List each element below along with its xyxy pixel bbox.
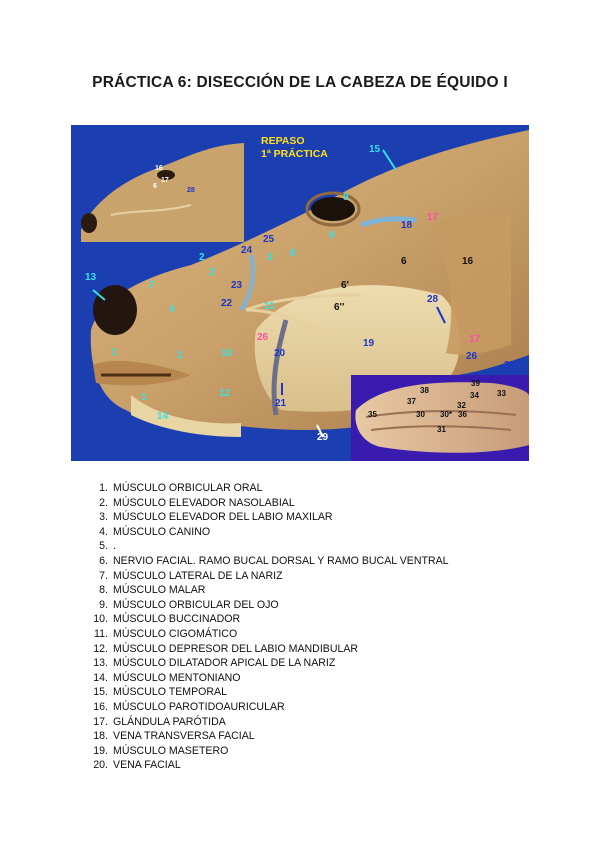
label-11: 11 (264, 301, 275, 312)
label-6: 6 (401, 256, 407, 267)
inset-bottom-label-35: 35 (368, 410, 377, 419)
label-29: 29 (317, 432, 329, 443)
inset-top-label-16: 16 (155, 165, 163, 172)
label-9-upper: 9 (343, 192, 349, 203)
review-banner: REPASO 1ª PRÁCTICA (261, 135, 328, 161)
label-28: 28 (427, 294, 439, 305)
label-10: 10 (221, 348, 233, 359)
inset-bottom-label-30-star: 30* (440, 410, 453, 419)
legend-item: 10.MÚSCULO BUCCINADOR (93, 613, 241, 626)
inset-bottom-label-36: 36 (458, 410, 467, 419)
legend-item: 18.VENA TRANSVERSA FACIAL (93, 730, 255, 743)
review-banner-line2: 1ª PRÁCTICA (261, 148, 328, 160)
nostril (93, 285, 137, 335)
inset-bottom-label-39: 39 (471, 379, 480, 388)
label-17-lower: 17 (469, 334, 481, 345)
legend-item: 15.MÚSCULO TEMPORAL (93, 686, 228, 699)
label-1-mid: 1 (177, 350, 183, 361)
inset-bottom-label-30: 30 (416, 410, 425, 419)
inset-top-label-6: 6 (153, 183, 157, 190)
legend-item: 20.VENA FACIAL (93, 759, 181, 772)
label-27: 27 (504, 360, 516, 371)
legend-item: 3.MÚSCULO ELEVADOR DEL LABIO MAXILAR (99, 511, 333, 524)
label-3: 3 (267, 252, 273, 263)
label-14: 14 (157, 411, 169, 422)
legend-item: 8.MÚSCULO MALAR (99, 584, 206, 597)
dissection-figure: REPASO 1ª PRÁCTICA 15 9 9 18 17 25 24 3 … (71, 125, 529, 461)
inset-bottom-label-33: 33 (497, 389, 506, 398)
label-23: 23 (231, 280, 243, 291)
horse-head-illustration (71, 125, 529, 461)
legend-item: 17.GLÁNDULA PARÓTIDA (93, 715, 226, 728)
legend-item: 5.. (99, 540, 116, 553)
legend-item: 14.MÚSCULO MENTONIANO (93, 671, 241, 684)
lips (93, 360, 191, 386)
label-26: 26 (466, 351, 478, 362)
label-22: 22 (221, 298, 233, 309)
inset-bottom-label-32: 32 (457, 401, 466, 410)
label-25: 25 (263, 234, 275, 245)
label-7: 7 (149, 280, 155, 291)
label-21: 21 (275, 398, 287, 409)
legend-item: 4.MÚSCULO CANINO (99, 525, 211, 538)
legend-item: 12.MÚSCULO DEPRESOR DEL LABIO MANDIBULAR (93, 642, 359, 655)
inset-bottom-label-31: 31 (437, 425, 446, 434)
label-15: 15 (369, 144, 381, 155)
label-6-double-prime: 6'' (334, 302, 345, 313)
label-4: 4 (169, 304, 175, 315)
label-13: 13 (85, 272, 97, 283)
legend-item: 7.MÚSCULO LATERAL DE LA NARIZ (99, 569, 283, 582)
label-1-lower: 1 (141, 392, 147, 403)
legend-item: 16.MÚSCULO PAROTIDOAURICULAR (93, 700, 285, 713)
inset-bottom-label-37: 37 (407, 397, 416, 406)
legend-item: 6.NERVIO FACIAL. RAMO BUCAL DORSAL Y RAM… (99, 554, 449, 567)
label-12: 12 (219, 388, 231, 399)
label-9-lower: 9 (329, 230, 335, 241)
label-2-upper: 2 (199, 252, 205, 263)
legend-item: 13.MÚSCULO DILATADOR APICAL DE LA NARIZ (93, 657, 336, 670)
review-banner-line1: REPASO (261, 135, 305, 147)
label-24: 24 (241, 245, 253, 256)
label-16: 16 (462, 256, 474, 267)
eye (311, 197, 355, 221)
inset-top-label-28: 28 (187, 187, 195, 194)
legend-item: 2.MÚSCULO ELEVADOR NASOLABIAL (99, 496, 295, 509)
legend-item: 19.MÚSCULO MASETERO (93, 744, 229, 757)
inset-top-label-17: 17 (161, 177, 169, 184)
label-2-lower: 2 (209, 267, 215, 278)
legend-item: 9.MÚSCULO ORBICULAR DEL OJO (99, 598, 279, 611)
label-20: 20 (274, 348, 286, 359)
label-17-upper: 17 (427, 212, 439, 223)
inset-bottom-label-34: 34 (470, 391, 479, 400)
label-6-prime: 6' (341, 280, 349, 291)
label-19: 19 (363, 338, 375, 349)
legend-item: 1.MÚSCULO ORBICULAR ORAL (99, 482, 263, 494)
legend-list: 1.MÚSCULO ORBICULAR ORAL 2.MÚSCULO ELEVA… (90, 481, 449, 773)
label-1-left: 1 (111, 347, 117, 358)
inset-bottom-label-38: 38 (420, 386, 429, 395)
page-title: PRÁCTICA 6: DISECCIÓN DE LA CABEZA DE ÉQ… (92, 74, 508, 91)
legend-item: 11.MÚSCULO CIGOMÁTICO (94, 627, 238, 640)
label-18: 18 (401, 220, 413, 231)
label-8: 8 (290, 248, 296, 259)
parotid-region (431, 213, 511, 355)
label-26-pink: 26 (257, 332, 269, 343)
